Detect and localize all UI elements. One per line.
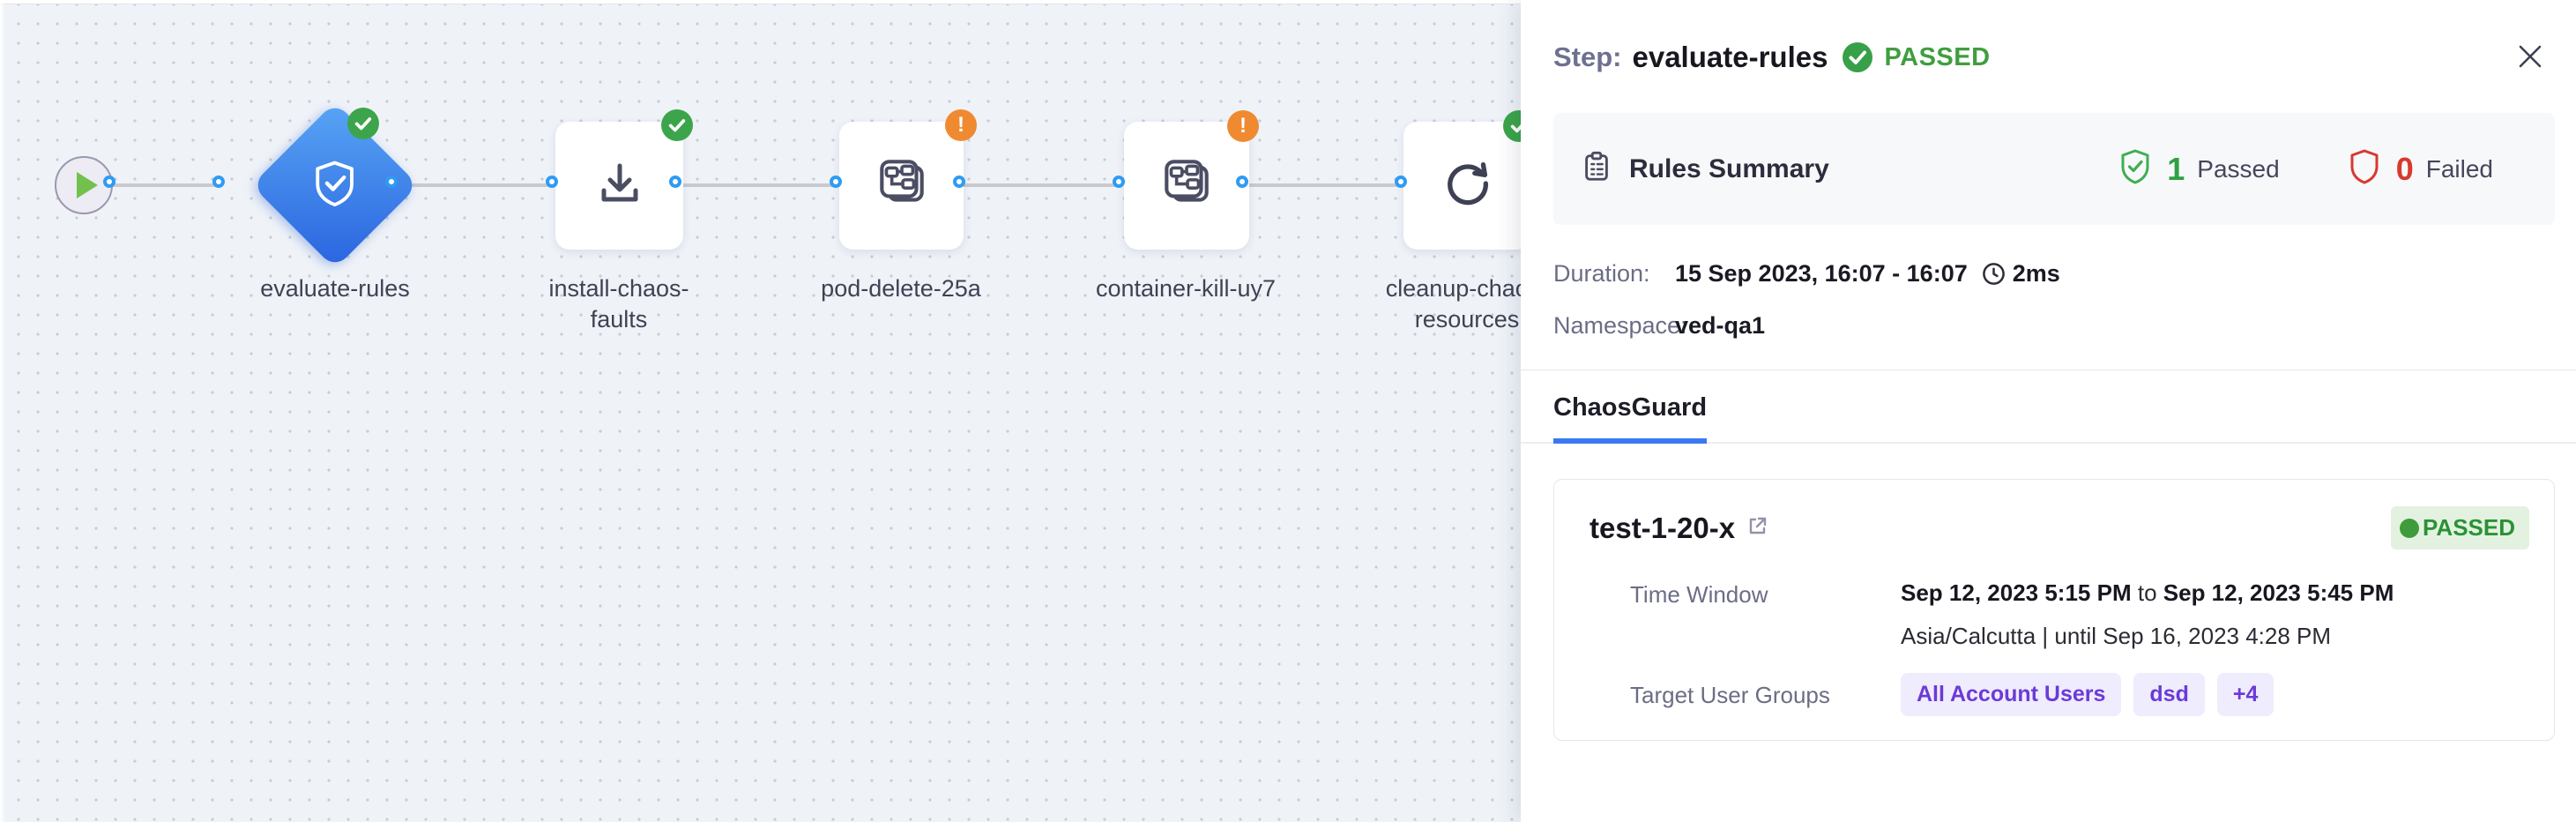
clock-icon xyxy=(1982,262,2006,286)
panel-header: Step: evaluate-rules PASSED xyxy=(1553,41,2555,74)
status-passed-badge xyxy=(347,108,379,139)
duration-time: 2ms xyxy=(2012,260,2060,287)
chaosguard-condition-card: test-1-20-x PASSED Time Window xyxy=(1553,479,2555,741)
chaos-fault-icon xyxy=(873,154,931,217)
node-label: pod-delete-25a xyxy=(821,275,981,302)
node-label: evaluate-rules xyxy=(260,275,410,302)
namespace-value: ved-qa1 xyxy=(1675,312,1766,339)
target-user-groups-row: Target User Groups All Account Users dsd… xyxy=(1554,673,2554,716)
port[interactable] xyxy=(212,176,225,188)
edge-evaluate-install xyxy=(395,183,555,187)
passed-label: Passed xyxy=(2197,154,2280,183)
port[interactable] xyxy=(1113,176,1125,188)
namespace-label: Namespace: xyxy=(1553,312,1687,339)
start-node[interactable] xyxy=(55,156,113,214)
node-install-chaos-faults[interactable] xyxy=(555,122,683,250)
status-warning-badge: ! xyxy=(945,109,977,141)
step-details-panel: Step: evaluate-rules PASSED xyxy=(1521,0,2576,822)
node-pod-delete-25a[interactable] xyxy=(839,122,964,250)
status-dot-icon xyxy=(2400,518,2419,538)
step-status-text: PASSED xyxy=(1884,42,1991,71)
port[interactable] xyxy=(1395,176,1407,188)
port[interactable] xyxy=(385,176,398,188)
port[interactable] xyxy=(103,176,115,188)
shield-failed-icon xyxy=(2345,147,2384,191)
play-icon xyxy=(77,172,98,198)
diamond-shape xyxy=(251,101,419,269)
edge-containerkill-cleanup xyxy=(1246,183,1404,187)
guard-status-text: PASSED xyxy=(2423,514,2515,541)
passed-check-icon xyxy=(1842,41,1873,73)
shield-passed-icon xyxy=(2116,147,2155,191)
time-window-timezone: Asia/Calcutta | until Sep 16, 2023 4:28 … xyxy=(1901,623,2332,649)
port[interactable] xyxy=(953,176,965,188)
port[interactable] xyxy=(546,176,558,188)
close-icon[interactable] xyxy=(2513,39,2548,74)
status-warning-badge: ! xyxy=(1227,110,1259,142)
status-passed-badge xyxy=(661,109,693,141)
duration-row: Duration: 15 Sep 2023, 16:07 - 16:07 2ms xyxy=(1553,260,2555,288)
user-group-chip-more[interactable]: +4 xyxy=(2216,673,2274,716)
edge-start-evaluate xyxy=(113,183,222,187)
external-link-icon[interactable] xyxy=(1746,514,1768,542)
clipboard-icon xyxy=(1580,150,1613,188)
time-window-row: Time Window Sep 12, 2023 5:15 PM to Sep … xyxy=(1554,579,2554,650)
retry-icon xyxy=(1441,156,1495,215)
step-label: Step: xyxy=(1553,41,1622,72)
port[interactable] xyxy=(830,176,842,188)
shield-check-icon xyxy=(308,156,362,215)
namespace-row: Namespace: ved-qa1 xyxy=(1553,312,2555,340)
user-group-chip: dsd xyxy=(2133,673,2205,716)
chaos-fault-icon xyxy=(1158,154,1216,217)
time-window-label: Time Window xyxy=(1630,581,1768,608)
tab-bar: ChaosGuard xyxy=(1521,370,2576,444)
node-cleanup-chaos-resources[interactable] xyxy=(1403,122,1531,250)
duration-value: 15 Sep 2023, 16:07 - 16:07 xyxy=(1675,260,1968,287)
node-container-kill-uy7[interactable] xyxy=(1124,122,1249,250)
node-label: container-kill-uy7 xyxy=(1095,275,1277,302)
step-name: evaluate-rules xyxy=(1632,41,1828,73)
edge-poddelete-containerkill xyxy=(963,183,1122,187)
edge-install-poddelete xyxy=(679,183,839,187)
port[interactable] xyxy=(1236,176,1248,188)
target-user-groups-label: Target User Groups xyxy=(1630,682,1830,708)
passed-count: 1 xyxy=(2167,150,2185,187)
canvas-left-edge xyxy=(0,0,5,822)
failed-count: 0 xyxy=(2395,150,2414,187)
port[interactable] xyxy=(669,176,681,188)
failed-label: Failed xyxy=(2425,154,2493,183)
canvas-top-edge xyxy=(0,0,2576,4)
user-group-chip: All Account Users xyxy=(1901,673,2122,716)
tab-chaosguard[interactable]: ChaosGuard xyxy=(1553,393,1708,444)
rules-summary-title: Rules Summary xyxy=(1629,153,1829,183)
rules-summary-card: Rules Summary 1 Passed 0 F xyxy=(1553,113,2555,225)
guard-status-badge: PASSED xyxy=(2391,506,2529,549)
guard-name: test-1-20-x xyxy=(1590,511,1736,544)
duration-label: Duration: xyxy=(1553,260,1650,287)
node-label: install-chaos- faults xyxy=(548,275,689,333)
node-evaluate-rules[interactable] xyxy=(251,101,419,269)
download-icon xyxy=(592,155,648,216)
time-window-value: Sep 12, 2023 5:15 PM to Sep 12, 2023 5:4… xyxy=(1901,579,2394,606)
